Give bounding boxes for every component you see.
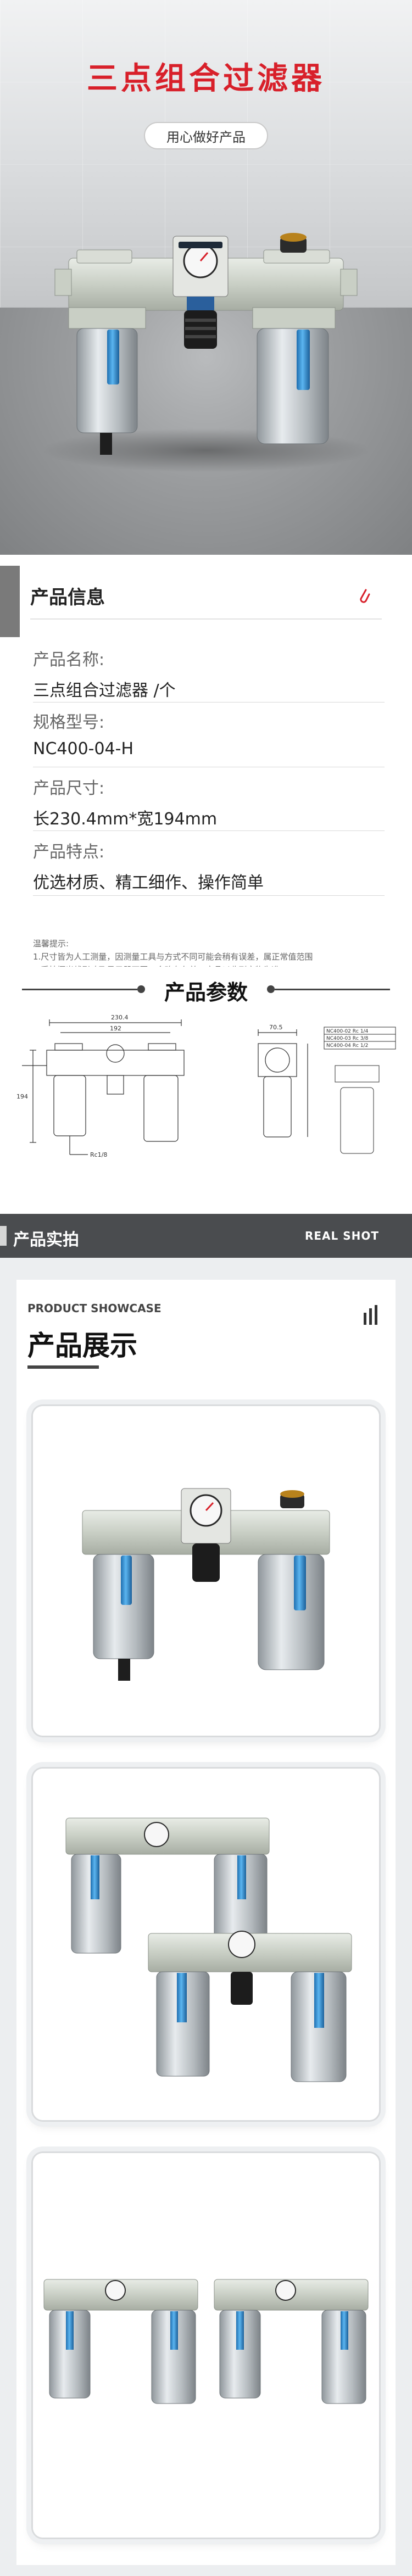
row-divider: [33, 895, 385, 896]
hero-title: 三点组合过滤器: [87, 61, 325, 97]
product-photo: [33, 2153, 379, 2538]
info-row-value: 三点组合过滤器 /个: [33, 681, 176, 700]
bar-tag: [0, 1226, 7, 1246]
params-section: 产品参数 230.4 192 194: [0, 967, 412, 1203]
title-dot-left: [137, 985, 145, 993]
info-row-value: 优选材质、精工细作、操作简单: [33, 873, 264, 893]
info-header: 产品信息: [0, 566, 412, 637]
real-shot-bar: 产品实拍 REAL SHOT: [0, 1214, 412, 1258]
showcase-sub-label: PRODUCT SHOWCASE: [27, 1302, 162, 1315]
svg-text:NC400-02 Rc 1/4: NC400-02 Rc 1/4: [326, 1029, 369, 1034]
showcase-section: PRODUCT SHOWCASE 产品展示: [0, 1258, 412, 2576]
dim-overall-width: 230.4: [111, 1014, 129, 1021]
info-row-label: 规格型号:: [33, 713, 105, 732]
info-row-label: 产品特点:: [33, 843, 105, 862]
title-rule-left: [22, 989, 137, 990]
hero-banner: 三点组合过滤器 用心做好产品: [0, 0, 412, 555]
svg-text:NC400-04 Rc 1/2: NC400-04 Rc 1/2: [326, 1043, 368, 1049]
product-photo: [33, 1406, 379, 1736]
info-row-features: 产品特点: 优选材质、精工细作、操作简单: [33, 838, 264, 893]
info-row-model: 规格型号: NC400-04-H: [33, 709, 133, 759]
info-row-value: 长230.4mm*宽194mm: [33, 810, 218, 829]
info-side-bar: [0, 566, 20, 637]
info-row-label: 产品名称:: [33, 650, 105, 670]
tips-line: 1.尺寸皆为人工测量，因测量工具与方式不同可能会稍有误差，属正常值范围: [33, 952, 313, 962]
svg-text:NC400-03 Rc 3/8: NC400-03 Rc 3/8: [326, 1036, 369, 1041]
title-underline: [27, 1365, 99, 1369]
info-divider: [30, 618, 382, 620]
bars-icon: [364, 1305, 377, 1325]
dimension-drawing: 230.4 192 194 Rc1/8 70.5 NC400-02 Rc 1/4…: [16, 1014, 396, 1158]
tips-title: 温馨提示:: [33, 939, 69, 949]
info-row-size: 产品尺寸: 长230.4mm*宽194mm: [33, 774, 217, 829]
photo-frame: [33, 2153, 379, 2538]
showcase-title: 产品展示: [27, 1330, 137, 1362]
svg-text:Rc1/8: Rc1/8: [90, 1151, 107, 1158]
info-row-label: 产品尺寸:: [33, 779, 105, 798]
slogan-pill: 用心做好产品: [144, 122, 268, 149]
real-shot-en-label: REAL SHOT: [304, 1229, 379, 1242]
info-heading: 产品信息: [30, 587, 105, 609]
info-row-name: 产品名称: 三点组合过滤器 /个: [33, 646, 176, 701]
info-row-value: NC400-04-H: [33, 739, 134, 759]
dim-height: 194: [16, 1093, 28, 1100]
product-photo: [33, 1769, 379, 2120]
title-dot-right: [267, 985, 275, 993]
photo-frame: [33, 1769, 379, 2120]
dim-top-width: 192: [110, 1025, 121, 1032]
dim-side-width: 70.5: [269, 1024, 283, 1031]
info-box: 产品名称: 三点组合过滤器 /个 规格型号: NC400-04-H 产品尺寸: …: [20, 637, 392, 945]
paperclip-icon: [360, 589, 370, 603]
params-heading: 产品参数: [164, 980, 248, 1005]
title-rule-right: [275, 989, 390, 990]
real-shot-label: 产品实拍: [13, 1230, 79, 1250]
row-divider: [33, 830, 385, 831]
product-image: [41, 233, 371, 472]
photo-frame: [33, 1406, 379, 1736]
showcase-card: PRODUCT SHOWCASE 产品展示: [16, 1280, 396, 2565]
